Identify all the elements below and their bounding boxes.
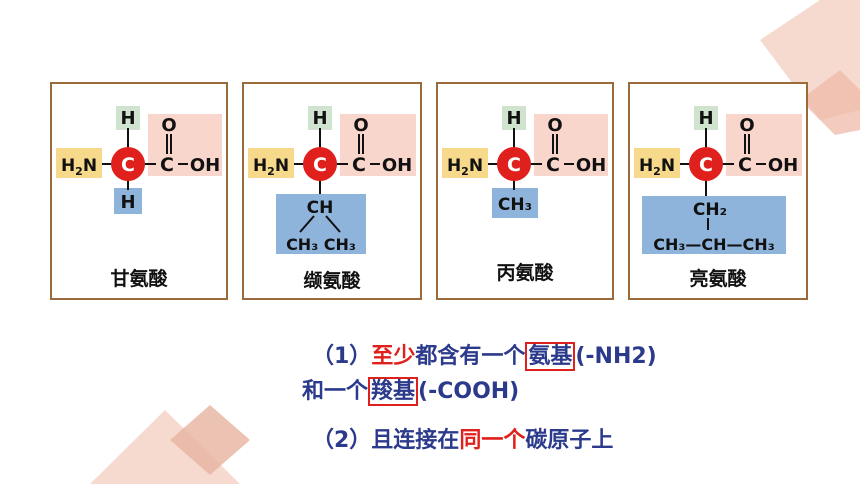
bottom-left-diamond-dark: [170, 405, 250, 475]
glycine-structure: C H O C OH H2N H: [56, 106, 222, 214]
svg-text:C: C: [160, 154, 174, 176]
r-group-line2: CH₃ CH₃: [286, 235, 356, 254]
svg-text:C: C: [352, 154, 366, 176]
alpha-carbon: [111, 147, 145, 181]
top-right-diamond-small: [800, 70, 860, 135]
svg-text:C: C: [546, 154, 560, 176]
alpha-carbon: [497, 147, 531, 181]
svg-text:C: C: [738, 154, 752, 176]
valine-structure: C H O C OH H2N CH CH₃ CH₃: [248, 106, 416, 254]
svg-text:OH: OH: [768, 155, 798, 176]
carboxyl-highlight: [340, 114, 416, 176]
carboxyl-highlight: [534, 114, 608, 176]
svg-text:H2N: H2N: [639, 156, 675, 178]
svg-text:H: H: [698, 108, 713, 129]
amino-highlight: [634, 148, 680, 178]
svg-text:C: C: [313, 154, 327, 176]
svg-text:OH: OH: [576, 155, 606, 176]
amino-highlight: [248, 148, 294, 178]
boxed-carboxyl: 羧基: [368, 377, 419, 406]
r-group-highlight: [114, 188, 142, 214]
amino-highlight: [56, 148, 102, 178]
r-group-line2: CH₃—CH—CH₃: [653, 235, 774, 254]
r-group-highlight: [492, 188, 538, 218]
svg-text:OH: OH: [382, 155, 412, 176]
emphasis-same-one: 同一个: [459, 428, 526, 453]
svg-text:O: O: [161, 115, 176, 136]
alpha-carbon: [303, 147, 337, 181]
leucine-structure: C H O C OH H2N CH₂ CH₃—CH—CH₃: [634, 106, 802, 254]
carboxyl-highlight: [726, 114, 802, 176]
svg-text:H: H: [312, 108, 327, 129]
h-highlight: [694, 106, 718, 130]
r-group-label: CH₃: [498, 195, 532, 215]
r-group-highlight: [276, 194, 366, 254]
svg-text:O: O: [353, 115, 368, 136]
statement-2: （2）且连接在同一个碳原子上: [312, 428, 614, 453]
carboxyl-highlight: [148, 114, 222, 176]
carbon-label: C: [121, 154, 135, 176]
h-highlight: [116, 106, 140, 130]
r-group-line1: CH: [307, 198, 334, 218]
svg-text:O: O: [547, 115, 562, 136]
svg-text:H2N: H2N: [253, 156, 289, 178]
svg-text:H: H: [120, 108, 135, 129]
svg-text:O: O: [739, 115, 754, 136]
svg-text:H: H: [506, 108, 521, 129]
panel-caption: 丙氨酸: [496, 262, 554, 284]
panel-alanine: C H O C OH H2N CH₃ 丙氨酸: [436, 82, 614, 300]
panel-glycine: C H O C OH H2N H 甘氨酸: [50, 82, 228, 300]
r-group-highlight: [642, 196, 786, 254]
panel-leucine: C H O C OH H2N CH₂ CH₃—CH—CH₃ 亮氨酸: [628, 82, 808, 300]
statement-1-line-1: （1）至少都含有一个氨基(-NH2): [312, 342, 657, 371]
alanine-structure: C H O C OH H2N CH₃: [442, 106, 608, 218]
svg-text:OH: OH: [190, 155, 220, 176]
r-group-label: H: [120, 192, 135, 213]
boxed-amino: 氨基: [525, 342, 576, 371]
svg-text:H2N: H2N: [61, 156, 97, 178]
alpha-carbon: [689, 147, 723, 181]
h-highlight: [308, 106, 332, 130]
panel-caption: 亮氨酸: [689, 268, 747, 290]
svg-text:H2N: H2N: [447, 156, 483, 178]
h-highlight: [502, 106, 526, 130]
statement-1-line-2: 和一个羧基(-COOH): [302, 377, 520, 406]
r-group-line1: CH₂: [693, 200, 727, 220]
amino-highlight: [442, 148, 488, 178]
svg-text:C: C: [699, 154, 713, 176]
emphasis-at-least: 至少: [371, 344, 416, 369]
panel-caption: 缬氨酸: [303, 270, 361, 292]
panel-caption: 甘氨酸: [110, 268, 168, 290]
panel-valine: C H O C OH H2N CH CH₃ CH₃ 缬氨酸: [242, 82, 422, 300]
svg-text:C: C: [507, 154, 521, 176]
